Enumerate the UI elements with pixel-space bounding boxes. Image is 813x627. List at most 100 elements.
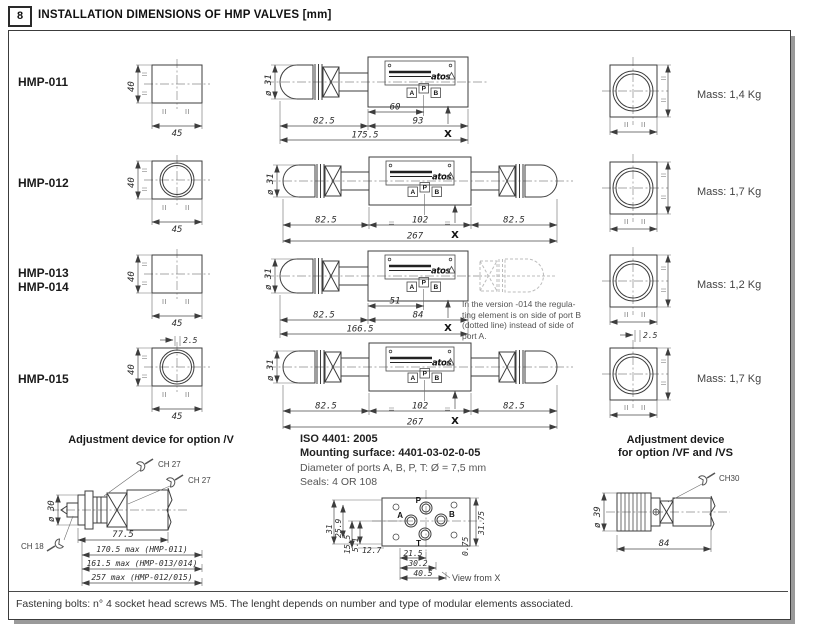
max-dim-2: 161.5 max (HMP-013/014) — [87, 559, 198, 568]
dim-total: 175.5 — [351, 131, 378, 141]
mass-label-hmp-011: Mass: 1,4 Kg — [697, 89, 762, 101]
dim-60: 60 — [390, 103, 401, 113]
view-x-marker: X — [451, 230, 459, 241]
iso-dim-25-9: 25.9 — [334, 519, 343, 538]
dim-width: 45 — [172, 129, 183, 139]
port-b-label: B — [433, 284, 438, 291]
dim-center: 102 — [412, 216, 428, 226]
adjustment-v-linework — [50, 487, 188, 531]
adjustment-v-title: Adjustment device for option /V — [68, 434, 234, 446]
iso-ports-line: Diameter of ports A, B, P, T: Ø = 7,5 mm — [300, 462, 487, 474]
iso-seals-line: Seals: 4 OR 108 — [300, 476, 378, 488]
brand-triangle-icon — [446, 357, 455, 366]
dim-offset: 2.5 — [183, 336, 198, 345]
iso-dim-31: 31 — [325, 524, 334, 535]
port-b-label: B — [434, 189, 439, 196]
dim-total: 267 — [407, 418, 424, 428]
brand-logo: atos — [432, 359, 451, 369]
wrench-icon — [46, 538, 65, 552]
iso-mounting-drawing: P A B T 31 25.9 15.5 5.1 12.7 21.5 30.2 … — [325, 490, 500, 583]
dim-width: 45 — [172, 412, 183, 422]
brand-triangle-icon — [446, 171, 455, 180]
ch27-label-1: CH 27 — [158, 460, 181, 469]
dim-diameter-39: ø 39 — [593, 506, 603, 528]
model-label-hmp-012: HMP-012 — [18, 176, 69, 190]
end-view-front-hmp-013: 40 45 — [127, 247, 232, 329]
side-view-hmp-015: atos A P B ø 31 82.5 102 82.5 267 X — [255, 337, 585, 439]
view-x-marker: X — [451, 416, 459, 427]
port-b-label: B — [434, 375, 439, 382]
adjustment-vfvs-title-line2: for option /VF and /VS — [618, 447, 733, 459]
ch30-label: CH30 — [719, 474, 740, 483]
dim-total: 166.5 — [346, 325, 373, 335]
model-label-hmp-014: HMP-014 — [18, 280, 69, 294]
iso-dim-0-75: 0.75 — [461, 537, 470, 556]
mass-label-hmp-015: Mass: 1,7 Kg — [697, 373, 762, 385]
adjustment-v-drawing: CH 27 CH 27 CH 18 ø 30 77.5 170.5 max (H… — [21, 458, 211, 586]
port-p-label: P — [422, 86, 427, 93]
model-label-hmp-011: HMP-011 — [18, 75, 69, 89]
version-014-note: In the version -014 the regula-ting elem… — [462, 299, 582, 341]
view-from-x-caption: View from X — [452, 573, 500, 583]
side-view-hmp-013: atos A P B ø 31 51 82.5 84 166.5 X — [255, 246, 555, 348]
dim-84: 84 — [659, 539, 670, 549]
dim-height: 40 — [127, 81, 137, 92]
end-view-rear-hmp-013 — [598, 245, 698, 337]
brand-logo: atos — [431, 267, 450, 277]
brand-logo: atos — [432, 173, 451, 183]
iso-port-a-label: A — [397, 511, 403, 520]
footer-note: Fastening bolts: n° 4 socket head screws… — [16, 598, 574, 610]
dim-51: 51 — [390, 297, 401, 307]
view-x-marker: X — [444, 129, 452, 140]
ch18-label: CH 18 — [21, 542, 44, 551]
iso-dim-30-2: 30.2 — [407, 559, 427, 568]
dim-right: 82.5 — [503, 402, 525, 412]
port-p-label: P — [423, 371, 428, 378]
iso-dim-15-5: 15.5 — [343, 535, 352, 554]
wrench-icon — [165, 474, 184, 488]
ch27-label-2: CH 27 — [188, 476, 211, 485]
port-a-label: A — [409, 90, 414, 97]
iso-dim-40-5: 40.5 — [413, 569, 432, 578]
dim-center: 102 — [412, 402, 428, 412]
dim-diameter-30: ø 30 — [47, 500, 57, 522]
content-frame — [8, 30, 791, 620]
max-dim-3: 257 max (HMP-012/015) — [91, 573, 192, 582]
bolt-holes — [392, 501, 458, 541]
end-view-rear-hmp-015: 2.5 — [598, 330, 698, 430]
wrench-icon — [135, 458, 154, 472]
dim-height: 40 — [127, 177, 137, 188]
iso-port-b-label: B — [449, 510, 455, 519]
iso-standard-line: ISO 4401: 2005 — [300, 433, 378, 445]
max-dim-1: 170.5 max (HMP-011) — [96, 545, 188, 554]
port-a-label: A — [410, 189, 415, 196]
dim-82-5: 82.5 — [313, 117, 335, 127]
dim-height: 40 — [127, 271, 137, 282]
mass-label-hmp-013: Mass: 1,2 Kg — [697, 279, 762, 291]
dim-82-5: 82.5 — [313, 311, 335, 321]
dim-diameter: ø 31 — [264, 74, 274, 96]
end-view-front-hmp-011: 40 45 — [127, 57, 232, 139]
dim-offset: 2.5 — [643, 331, 658, 340]
page-title: INSTALLATION DIMENSIONS OF HMP VALVES [m… — [38, 9, 332, 21]
dim-left: 82.5 — [315, 216, 337, 226]
iso-mounting-surface-line: Mounting surface: 4401-03-02-0-05 — [300, 447, 481, 459]
iso-dim-12-7: 12.7 — [362, 546, 381, 555]
model-label-hmp-013: HMP-013 — [18, 266, 69, 280]
iso-dim-21-5: 21.5 — [403, 549, 422, 558]
brand-triangle-icon — [447, 71, 456, 80]
iso-port-p-label: P — [416, 496, 422, 505]
dim-diameter: ø 31 — [266, 173, 276, 195]
dim-diameter: ø 31 — [266, 359, 276, 381]
port-p-label: P — [423, 185, 428, 192]
mass-label-hmp-012: Mass: 1,7 Kg — [697, 186, 762, 198]
dotted-regulator-version-014 — [479, 258, 555, 293]
end-view-rear-hmp-012 — [598, 152, 698, 244]
dim-diameter: ø 31 — [264, 268, 274, 290]
end-view-front-hmp-012: 40 45 — [127, 153, 232, 235]
port-a-label: A — [409, 284, 414, 291]
port-a-label: A — [410, 375, 415, 382]
dim-93: 93 — [413, 117, 424, 127]
view-x-marker: X — [444, 323, 452, 334]
